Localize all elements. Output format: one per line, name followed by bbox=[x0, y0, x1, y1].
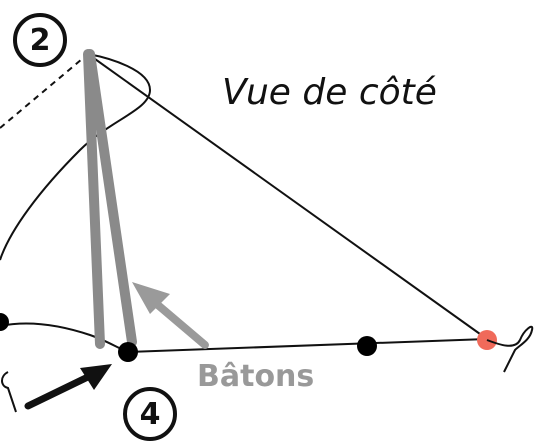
node-arrow-shaft bbox=[24, 370, 98, 410]
left-curve bbox=[0, 322, 129, 353]
view-title: Vue de côté bbox=[222, 72, 437, 113]
left-hook-icon bbox=[1, 371, 17, 413]
batons-arrow-head bbox=[132, 282, 170, 314]
node-arrow-head bbox=[80, 364, 112, 390]
right-hook-icon bbox=[486, 325, 534, 373]
dashed-guide-line bbox=[0, 53, 89, 129]
pole-2 bbox=[85, 49, 137, 347]
step-2-circle bbox=[13, 13, 67, 67]
step-4-circle bbox=[123, 387, 177, 441]
step-2-number: 2 bbox=[30, 23, 51, 58]
ground-line bbox=[127, 338, 488, 353]
step-4-number: 4 bbox=[140, 397, 161, 432]
rope-loop bbox=[0, 53, 152, 261]
tension-line bbox=[87, 53, 488, 340]
batons-label: Bâtons bbox=[197, 359, 314, 394]
node-step-4 bbox=[118, 342, 138, 362]
node-middle bbox=[357, 336, 377, 356]
node-left-edge bbox=[0, 313, 9, 331]
pole-1 bbox=[83, 49, 105, 349]
batons-arrow-shaft bbox=[148, 296, 209, 349]
